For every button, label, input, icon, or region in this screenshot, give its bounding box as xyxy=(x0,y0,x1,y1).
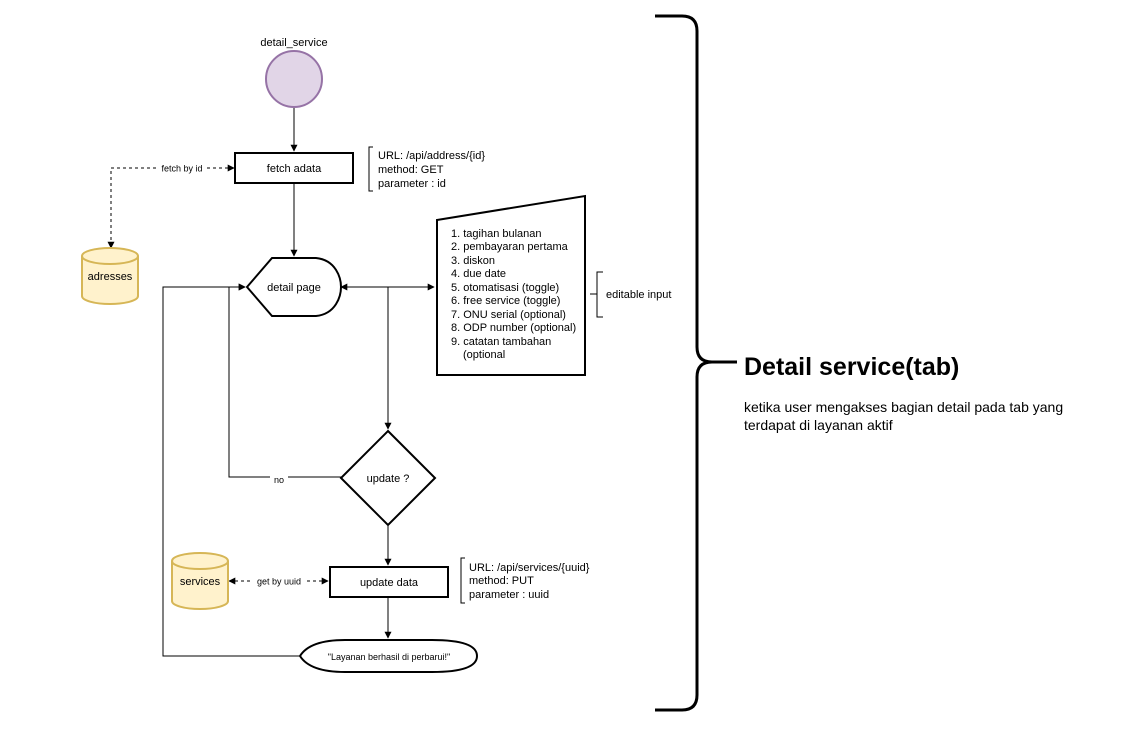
section-title: Detail service(tab) xyxy=(744,353,959,381)
success-message-node[interactable]: "Layanan berhasil di perbarui!" xyxy=(298,639,479,673)
detail-page-shape xyxy=(245,257,343,317)
decision-diamond xyxy=(339,429,437,527)
fetch-api-parameter: parameter : id xyxy=(378,178,446,190)
section-description-line-2: terdapat di layanan aktif xyxy=(744,417,893,433)
edge-fetch-to-addresses xyxy=(107,164,235,249)
update-data-node[interactable]: update data xyxy=(329,566,449,598)
fetch-node-box xyxy=(234,152,354,184)
detail-page-node[interactable]: detail page xyxy=(245,257,343,317)
section-description-line-1: ketika user mengakses bagian detail pada… xyxy=(744,399,1063,415)
detail-page-label: detail page xyxy=(267,282,321,294)
no-label: no xyxy=(274,475,284,485)
addresses-db-body xyxy=(81,256,139,305)
input-field-4: 4. due date xyxy=(451,268,506,280)
services-db-top xyxy=(171,552,229,570)
input-field-2: 2. pembayaran pertama xyxy=(451,241,569,253)
update-decision[interactable]: update ? xyxy=(339,429,437,527)
start-node[interactable] xyxy=(265,50,323,108)
editable-input-note: editable input xyxy=(606,289,671,301)
input-field-9-cont: (optional xyxy=(463,349,505,361)
input-field-7: 7. ONU serial (optional) xyxy=(451,309,566,321)
fetch-node[interactable]: fetch adata xyxy=(234,152,354,184)
edge-label-bg xyxy=(158,162,206,174)
addresses-db-label: adresses xyxy=(88,271,133,283)
edge-label-bg xyxy=(252,575,306,587)
update-api-bracket xyxy=(460,557,465,604)
services-database[interactable]: services xyxy=(171,552,229,610)
get-by-uuid-label: get by uuid xyxy=(257,577,301,587)
addresses-database[interactable]: adresses xyxy=(81,247,139,305)
update-api-method: method: PUT xyxy=(469,575,534,587)
update-data-box xyxy=(329,566,449,598)
services-db-label: services xyxy=(180,576,221,588)
services-db-body xyxy=(171,561,229,610)
edge-message-loop-back xyxy=(162,283,300,657)
fetch-by-id-label: fetch by id xyxy=(161,164,202,174)
fetch-api-bracket xyxy=(368,146,373,192)
edge-label-bg xyxy=(270,474,288,486)
decision-label: update ? xyxy=(367,473,410,485)
addresses-db-top xyxy=(81,247,139,265)
input-fields-node[interactable]: 1. tagihan bulanan 2. pembayaran pertama… xyxy=(436,194,586,376)
input-field-3: 3. diskon xyxy=(451,255,495,267)
editable-input-bracket xyxy=(596,271,603,318)
input-field-6: 6. free service (toggle) xyxy=(451,295,560,307)
start-label: detail_service xyxy=(260,37,327,49)
success-message-label: "Layanan berhasil di perbarui!" xyxy=(328,652,450,662)
input-field-1: 1. tagihan bulanan xyxy=(451,228,542,240)
update-data-label: update data xyxy=(360,577,419,589)
update-api-parameter: parameter : uuid xyxy=(469,589,549,601)
fetch-api-method: method: GET xyxy=(378,164,444,176)
input-field-9: 9. catatan tambahan xyxy=(451,336,551,348)
section-brace xyxy=(655,14,737,712)
update-api-url: URL: /api/services/{uuid} xyxy=(469,562,590,574)
input-field-8: 8. ODP number (optional) xyxy=(451,322,576,334)
success-message-shape xyxy=(298,639,479,673)
fetch-node-label: fetch adata xyxy=(267,163,322,175)
input-field-5: 5. otomatisasi (toggle) xyxy=(451,282,559,294)
fetch-api-url: URL: /api/address/{id} xyxy=(378,150,485,162)
input-fields-shape xyxy=(436,194,586,376)
